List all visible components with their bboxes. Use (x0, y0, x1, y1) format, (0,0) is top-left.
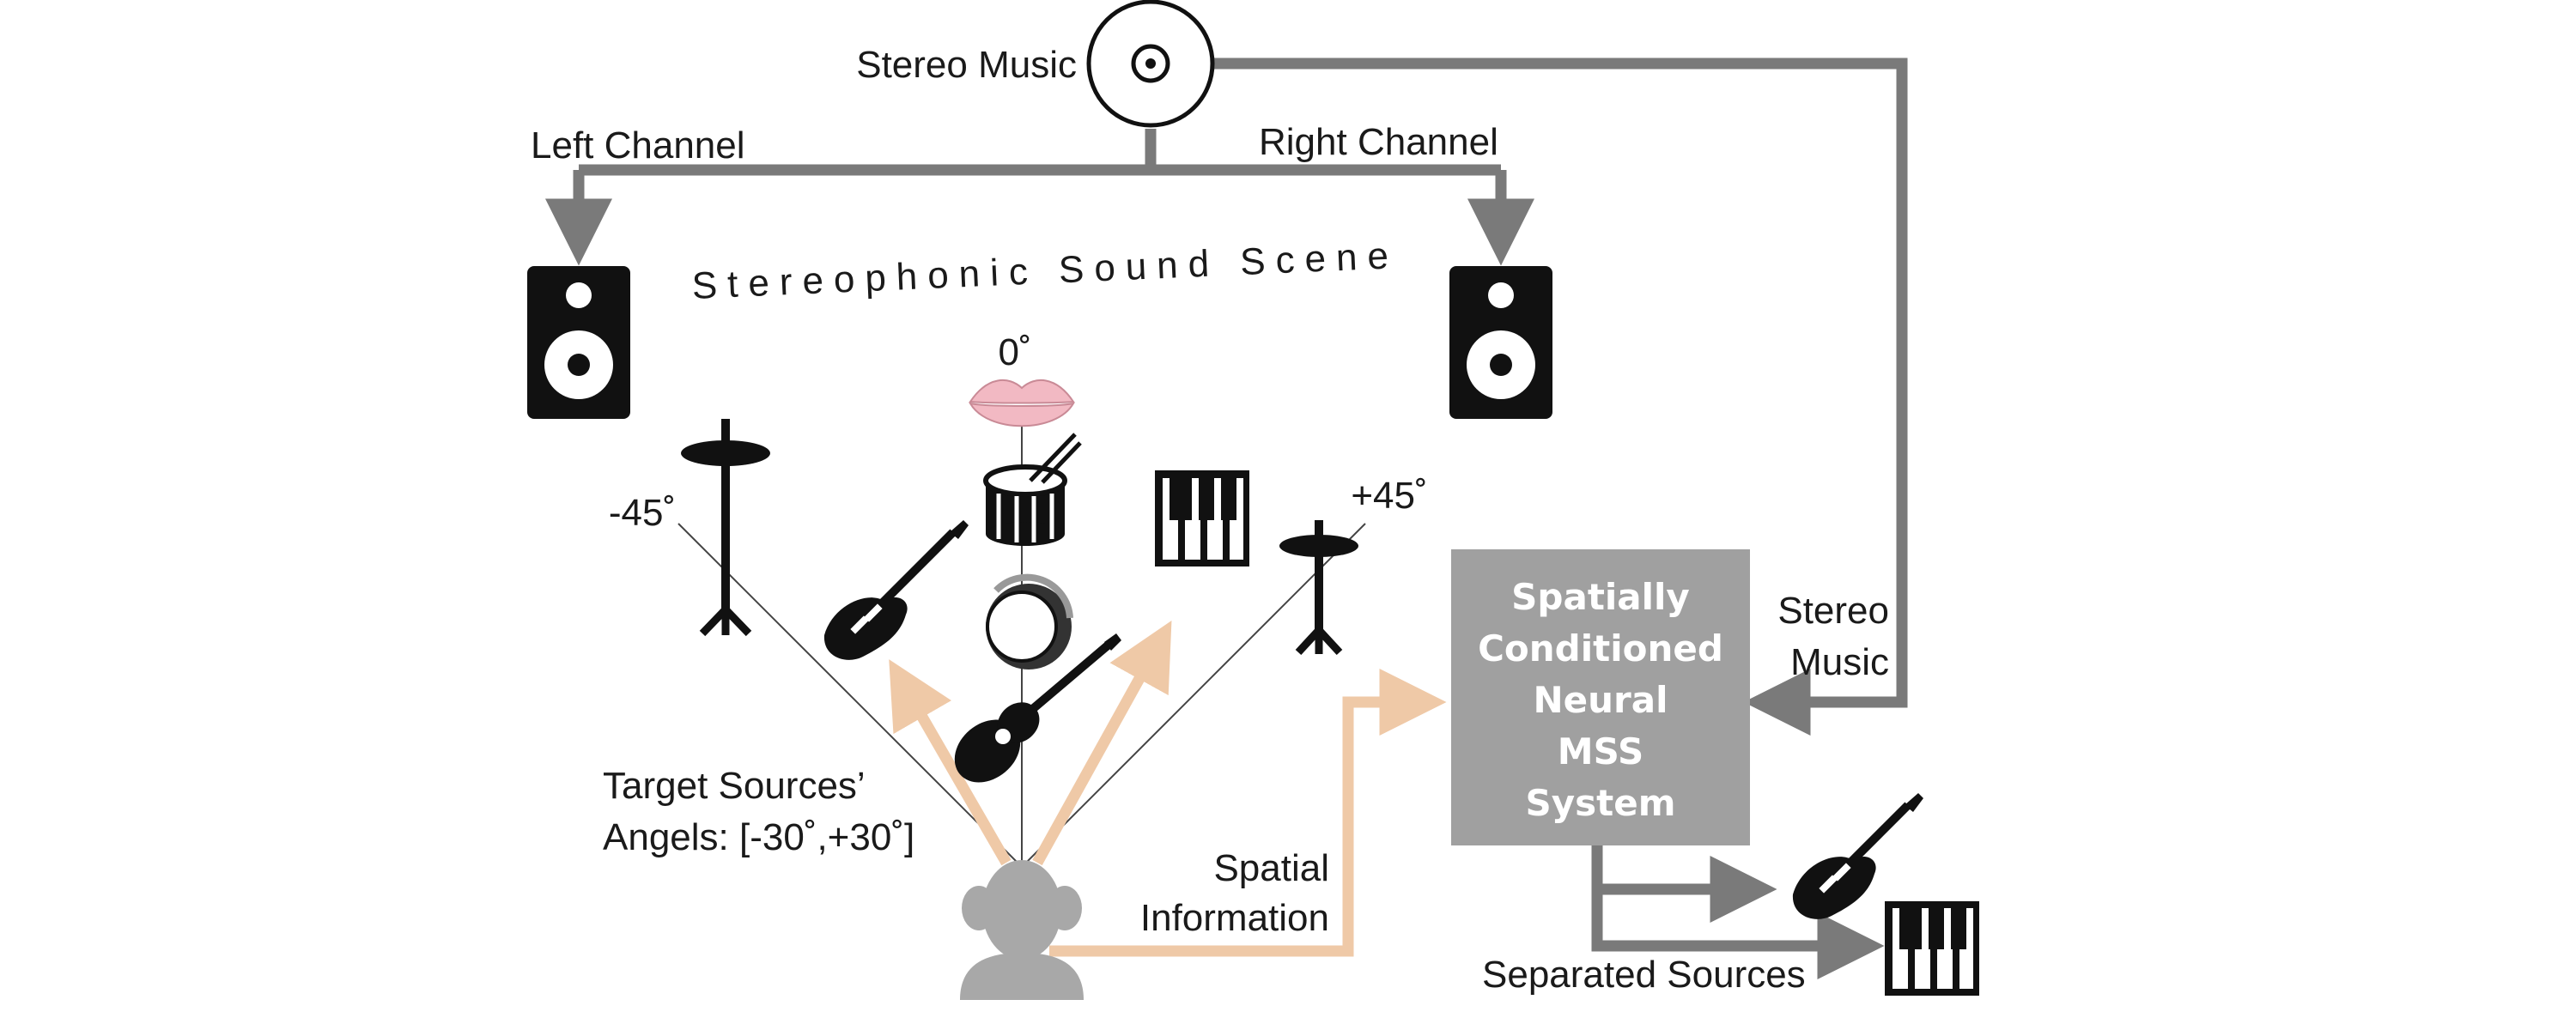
scene-title: Stereophonic Sound Scene (691, 234, 1400, 307)
target-sources-label: Target Sources’ (603, 765, 866, 807)
speaker-icon (1449, 266, 1552, 419)
music-label: Music (1790, 641, 1889, 683)
piano-icon (1155, 470, 1249, 566)
cd-icon (1086, 0, 1215, 128)
system-box-line: Neural (1534, 679, 1668, 721)
acoustic-guitar-icon (954, 633, 1121, 783)
angle-zero-label: 0˚ (998, 331, 1031, 373)
cymbal-icon (681, 419, 770, 637)
stereo-music-label: Stereo Music (856, 44, 1077, 86)
channel-split-arrows (545, 129, 1534, 266)
spatial-label: Spatial (1213, 847, 1329, 889)
cymbal-icon (1279, 520, 1358, 656)
system-box-line: Conditioned (1478, 627, 1723, 670)
electric-guitar-icon (1792, 793, 1923, 919)
mss-system-box: Spatially Conditioned Neural MSS System (1451, 549, 1750, 845)
angle-minus45-label: -45˚ (609, 492, 676, 534)
snare-drum-icon (983, 433, 1082, 546)
tambourine-icon (986, 573, 1073, 670)
lips-icon (969, 379, 1075, 427)
spatial-information-arrow (1049, 669, 1447, 957)
spatial-information-label: Information (1140, 897, 1329, 939)
stereo-music-feed-arrow (1211, 58, 1908, 736)
left-channel-label: Left Channel (531, 124, 745, 167)
separated-sources-label: Separated Sources (1482, 954, 1806, 996)
target-angles-label: Angels: [-30˚,+30˚] (603, 816, 914, 858)
piano-icon (1885, 901, 1979, 996)
speaker-icon (527, 266, 630, 419)
target-direction-arrows (889, 620, 1172, 866)
separated-output-arrows (1591, 845, 1885, 979)
angle-plus45-label: +45˚ (1351, 475, 1427, 517)
system-box-line: MSS (1558, 730, 1643, 772)
system-box-line: System (1526, 782, 1676, 824)
system-box-line: Spatially (1511, 576, 1690, 618)
stereo-label: Stereo (1777, 590, 1889, 632)
electric-guitar-icon (823, 520, 969, 660)
right-channel-label: Right Channel (1259, 121, 1498, 163)
listener-icon (960, 860, 1084, 1000)
